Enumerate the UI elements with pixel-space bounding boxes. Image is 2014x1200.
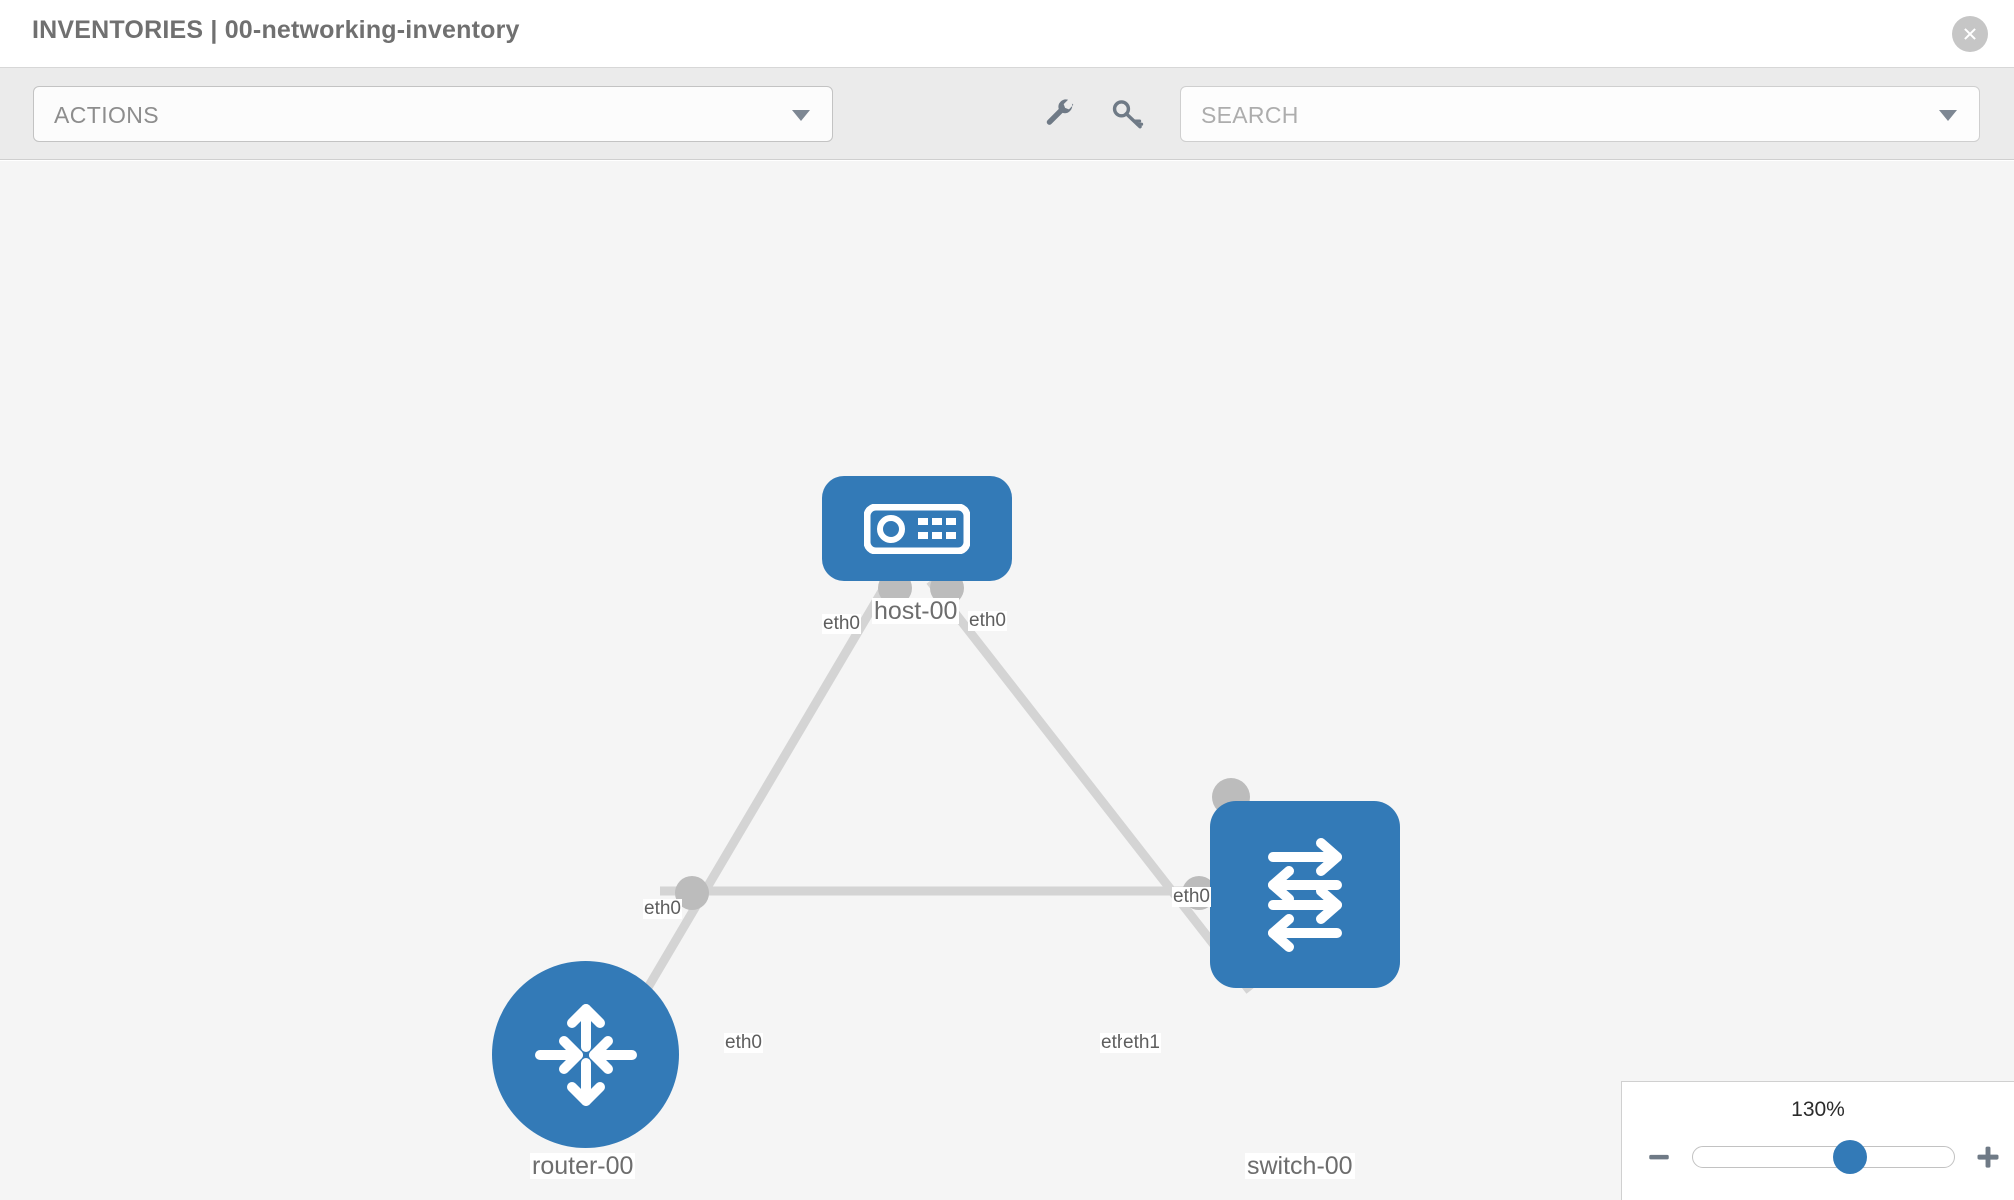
search-input[interactable]: SEARCH <box>1180 86 1980 142</box>
iface-label-router-upper: eth0 <box>643 898 682 919</box>
zoom-slider-row <box>1622 1134 2014 1180</box>
page-title: INVENTORIES | 00-networking-inventory <box>32 16 520 44</box>
toolbar: ACTIONS SEARCH <box>0 68 2014 160</box>
page-header: INVENTORIES | 00-networking-inventory <box>0 0 2014 68</box>
node-label-host-00: host-00 <box>872 597 960 625</box>
host-node-shape[interactable] <box>822 476 1012 581</box>
zoom-control-panel: 130% <box>1621 1081 2014 1200</box>
iface-label-router-right: eth0 <box>724 1032 763 1053</box>
router-icon <box>534 1003 637 1106</box>
topology-canvas[interactable]: host-00 eth0 eth0 <box>0 161 2014 1200</box>
key-icon[interactable] <box>1106 92 1150 136</box>
router-node-shape[interactable] <box>492 961 679 1148</box>
switch-node-shape[interactable] <box>1210 801 1400 988</box>
zoom-in-button[interactable] <box>1965 1134 2011 1180</box>
iface-label-host-left: eth0 <box>822 613 861 634</box>
actions-dropdown[interactable]: ACTIONS <box>33 86 833 142</box>
switch-icon <box>1268 837 1342 952</box>
node-label-router-00: router-00 <box>530 1152 636 1180</box>
node-label-switch-00: switch-00 <box>1245 1152 1355 1180</box>
zoom-slider[interactable] <box>1692 1140 1955 1174</box>
zoom-level-value: 130% <box>1791 1098 1845 1121</box>
wrench-icon[interactable] <box>1038 92 1082 136</box>
zoom-slider-thumb[interactable] <box>1832 1140 1867 1174</box>
iface-label-switch-left-front: eth1 <box>1122 1032 1161 1053</box>
chevron-down-icon <box>792 110 810 121</box>
iface-label-switch-upper: eth0 <box>1172 886 1211 907</box>
zoom-out-button[interactable] <box>1636 1134 1682 1180</box>
topology-edges <box>636 578 1254 1004</box>
iface-label-host-right: eth0 <box>968 610 1007 631</box>
close-icon[interactable] <box>1952 16 1988 52</box>
actions-dropdown-label: ACTIONS <box>54 102 160 128</box>
search-placeholder: SEARCH <box>1201 102 1299 128</box>
server-icon <box>864 503 970 554</box>
chevron-down-icon[interactable] <box>1939 110 1957 121</box>
